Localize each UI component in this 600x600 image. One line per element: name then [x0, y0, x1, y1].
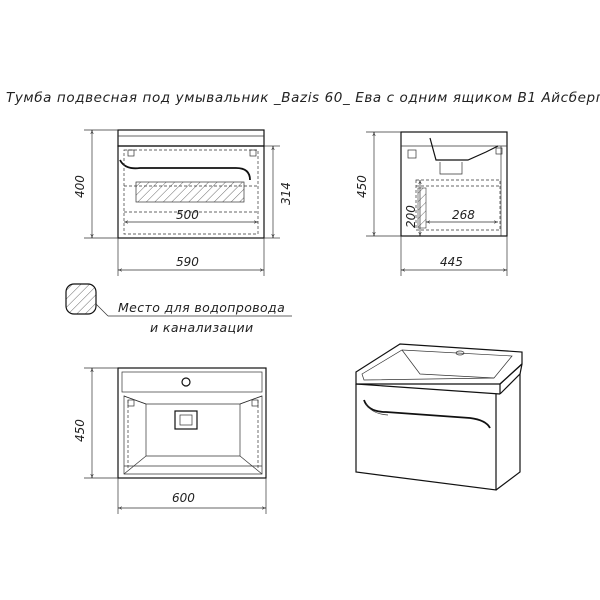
side-view: 450 200 268 445 — [355, 131, 508, 276]
legend: Место для водопровода и канализации — [65, 283, 292, 335]
side-depth-label: 445 — [440, 255, 463, 269]
front-cabinet-body — [117, 145, 265, 239]
side-height-label: 450 — [355, 175, 369, 198]
side-cabinet-outline — [400, 131, 508, 237]
side-basin-profile — [429, 137, 499, 161]
top-depth-label: 450 — [73, 419, 87, 442]
top-width-label: 600 — [172, 491, 195, 505]
top-faucet-hole — [181, 377, 191, 387]
front-handle — [119, 159, 251, 181]
side-inner-depth-label: 268 — [452, 208, 475, 222]
iso-cabinet-front — [355, 384, 497, 491]
drawing-title: Тумба подвесная под умывальник _Bazis 60… — [6, 90, 600, 106]
iso-faucet-hole — [455, 350, 465, 356]
front-inner-width-label: 500 — [176, 208, 199, 222]
iso-handle — [363, 399, 491, 429]
iso-basin-top — [355, 343, 523, 385]
front-plumbing-zone — [135, 181, 245, 203]
front-height-label: 400 — [73, 175, 87, 198]
top-drain — [174, 410, 198, 430]
front-basin-top — [117, 129, 265, 147]
plumbing-legend-swatch — [65, 283, 97, 315]
top-basin-bowl — [123, 395, 263, 475]
top-outline — [117, 367, 267, 479]
isometric-view — [355, 343, 523, 491]
front-drawer-hidden — [123, 149, 259, 235]
front-view: 400 314 500 590 — [73, 129, 293, 276]
front-inner-height-label: 314 — [279, 182, 293, 205]
iso-cabinet-side — [495, 372, 521, 491]
legend-line-2: и канализации — [150, 320, 254, 335]
side-drawer-hidden — [415, 179, 501, 231]
legend-line-1: Место для водопровода — [118, 300, 285, 315]
front-width-label: 590 — [176, 255, 199, 269]
side-inner-height-label: 200 — [404, 205, 418, 228]
top-view: 450 600 — [73, 367, 267, 514]
